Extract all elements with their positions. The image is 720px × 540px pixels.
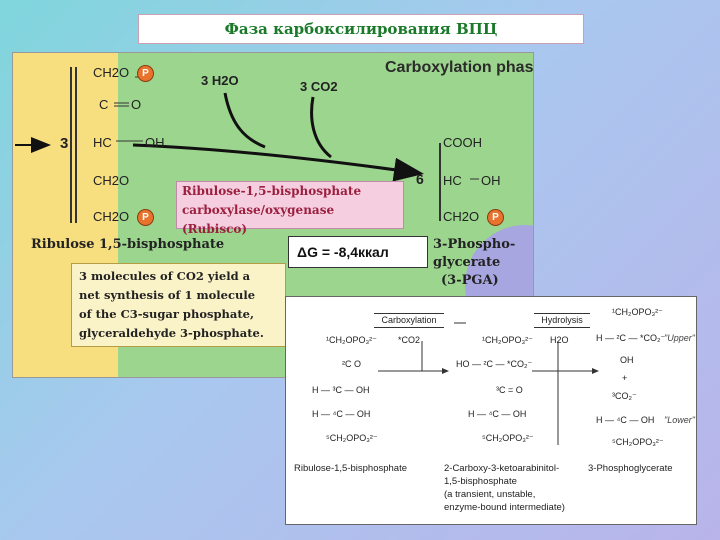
phosphate-tag: P	[487, 209, 504, 226]
co2-reactant: 3 CO2	[300, 79, 338, 94]
delta-g-label: ΔG = -8,4ккал	[288, 236, 428, 268]
compound-intermediate-1: 2-Carboxy-3-ketoarabinitol-	[444, 463, 560, 474]
pga-name-2: glycerate	[433, 255, 501, 270]
pga-name-1: 3-Phospho-	[433, 237, 516, 252]
compound-intermediate-4: enzyme-bound intermediate)	[444, 502, 565, 513]
pga-atom-1: COOH	[443, 135, 482, 150]
summary-line-1: 3 molecules of CO2 yield a	[79, 269, 251, 283]
enzyme-line-1: Ribulose-1,5-bisphosphate	[182, 184, 362, 198]
h2o-reagent: H2O	[550, 335, 569, 345]
pga-atom-4: CH2O	[443, 209, 480, 224]
compound-intermediate-3: (a transient, unstable,	[444, 489, 536, 500]
phosphate-tag: P	[137, 65, 154, 82]
pga-atom-2: HC	[443, 173, 462, 188]
ribulose-atom-2: C	[99, 97, 109, 112]
compound-ribulose: Ribulose-1,5-bisphosphate	[294, 463, 408, 474]
pga-count: 6	[416, 171, 424, 187]
summary-line-2: net synthesis of 1 molecule	[79, 288, 256, 302]
phosphate-tag: P	[137, 209, 154, 226]
pga-atom-3: OH	[481, 173, 501, 188]
summary-box: 3 molecules of CO2 yield a net synthesis…	[71, 263, 286, 347]
compound-phosphoglycerate: 3-Phosphoglycerate	[588, 463, 673, 474]
summary-line-4: glyceraldehyde 3-phosphate.	[79, 326, 264, 340]
phase-label: Carboxylation phas	[385, 59, 534, 76]
stage-carboxylation: Carboxylation	[374, 313, 444, 328]
mechanism-arrows	[378, 322, 599, 445]
reaction-arrows	[15, 67, 479, 223]
ribulose-atom-6: CH2O	[93, 173, 130, 188]
pga-name-3: (3-PGA)	[441, 273, 499, 288]
lower-label: "Lower"	[664, 415, 695, 425]
co2-reagent: *CO2	[398, 335, 421, 345]
summary-line-3: of the C3-sugar phosphate,	[79, 307, 254, 321]
plus-sign: +	[622, 373, 628, 383]
upper-label: "Upper"	[664, 333, 695, 343]
compound-intermediate-2: 1,5-bisphosphate	[444, 476, 517, 487]
ribulose-atom-4: HC	[93, 135, 112, 150]
water-reactant: 3 H2O	[201, 73, 239, 88]
carboxylation-diagram: Carboxylation phas 3 CH2O P C O HC OH CH…	[12, 52, 534, 378]
ribulose-atom-5: OH	[145, 135, 165, 150]
mechanism-inset: Carboxylation Hydrolysis *CO2 H2O ¹CH₂OP…	[285, 296, 697, 525]
ribulose-atom-7: CH2O	[93, 209, 130, 224]
slide-title-box: Фаза карбоксилирования ВПЦ	[138, 14, 584, 44]
stage-hydrolysis: Hydrolysis	[534, 313, 590, 328]
enzyme-line-2: carboxylase/oxygenase (Rubisco)	[182, 203, 335, 236]
ribulose-name: Ribulose 1,5-bisphosphate	[31, 237, 225, 252]
ribulose-atom-3: O	[131, 97, 142, 112]
enzyme-box: Ribulose-1,5-bisphosphate carboxylase/ox…	[176, 181, 404, 236]
ribulose-count: 3	[60, 135, 69, 152]
slide-title: Фаза карбоксилирования ВПЦ	[224, 20, 498, 38]
ribulose-atom-1: CH2O	[93, 65, 130, 80]
